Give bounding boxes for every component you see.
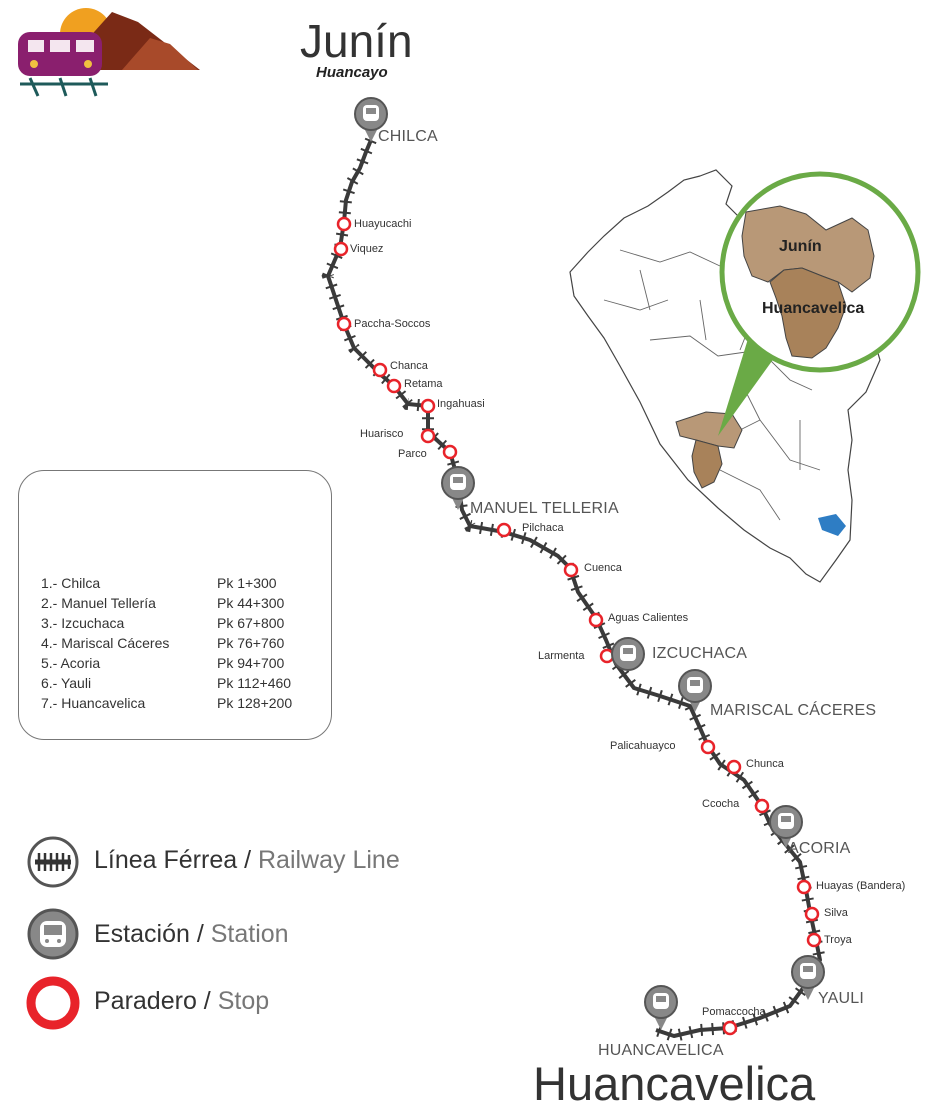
station-list-pk: Pk 44+300	[217, 595, 285, 611]
station-list-pk: Pk 94+700	[217, 655, 285, 671]
station-label-chilca: CHILCA	[378, 128, 438, 145]
stop-marker-troya	[806, 932, 822, 948]
station-list-row-6: 6.- Yauli Pk 112+460	[41, 675, 291, 691]
stop-label-chunca: Chunca	[746, 758, 784, 770]
station-list-row-5: 5.- Acoria Pk 94+700	[41, 655, 284, 671]
station-list-row-3: 3.- Izcuchaca Pk 67+800	[41, 615, 284, 631]
stop-marker-retama	[386, 378, 402, 394]
key-railway-line: Línea Férrea / Railway Line	[94, 846, 400, 875]
stop-label-huayas: Huayas (Bandera)	[816, 880, 906, 892]
key-station-es: Estación	[94, 920, 190, 948]
station-marker-mariscal-caceres	[678, 669, 712, 712]
key-station: Estación / Station	[94, 920, 289, 949]
railway-track	[321, 137, 827, 1043]
stop-marker-huayucachi	[336, 216, 352, 232]
station-label-yauli: YAULI	[818, 990, 865, 1007]
stop-label-huarisco: Huarisco	[360, 428, 404, 440]
key-stop-sep: /	[196, 987, 218, 1015]
stop-label-larmenta: Larmenta	[538, 650, 585, 662]
station-list-name: 7.- Huancavelica	[41, 695, 146, 711]
station-list-pk: Pk 1+300	[217, 575, 277, 591]
station-list-row-1: 1.- Chilca Pk 1+300	[41, 575, 277, 591]
station-marker-izcuchaca	[611, 637, 645, 671]
stop-marker-palicahuayco	[700, 739, 716, 755]
station-marker-huancavelica	[644, 985, 678, 1030]
stop-marker-silva	[804, 906, 820, 922]
inset-region-upper-label: Junín	[779, 238, 822, 255]
station-list-name: 6.- Yauli	[41, 675, 92, 691]
train-logo	[18, 8, 200, 97]
station-label-mariscal-caceres: MARISCAL CÁCERES	[710, 702, 877, 719]
station-label-acoria: ACORIA	[788, 840, 851, 857]
station-list-row-4: 4.- Mariscal Cáceres Pk 76+760	[41, 635, 284, 651]
key-railway-es: Línea Férrea	[94, 846, 238, 874]
stop-label-paccha-soccos: Paccha-Soccos	[354, 318, 431, 330]
stop-label-palicahuayco: Palicahuayco	[610, 740, 676, 752]
stop-marker-parco	[442, 444, 458, 460]
stop-marker-pomaccocha	[722, 1020, 738, 1036]
stop-label-chanca: Chanca	[390, 360, 428, 372]
stop-marker-pilchaca	[496, 522, 512, 538]
station-list-name: 3.- Izcuchaca	[41, 615, 125, 631]
station-list-pk: Pk 67+800	[217, 615, 285, 631]
stop-label-cuenca: Cuenca	[584, 562, 622, 574]
station-list-pk: Pk 128+200	[217, 695, 293, 711]
stop-label-retama: Retama	[404, 378, 443, 390]
stop-label-viquez: Viquez	[350, 243, 384, 255]
station-list-name: 5.- Acoria	[41, 655, 101, 671]
stop-marker-chanca	[372, 362, 388, 378]
stop-markers	[333, 216, 822, 1036]
department-title-bottom: Huancavelica	[533, 1057, 816, 1110]
station-list-name: 4.- Mariscal Cáceres	[41, 635, 170, 651]
station-list-name: 2.- Manuel Tellería	[41, 595, 156, 611]
station-list-pk: Pk 112+460	[217, 675, 292, 691]
stop-marker-aguas-calientes	[588, 612, 604, 628]
stop-label-ccocha: Ccocha	[702, 798, 740, 810]
inset-region-lower-label: Huancavelica	[762, 300, 865, 317]
stop-marker-chunca	[726, 759, 742, 775]
station-marker-acoria	[769, 805, 803, 848]
stop-marker-paccha-soccos	[336, 316, 352, 332]
stop-label-troya: Troya	[824, 934, 852, 946]
station-marker-chilca	[354, 97, 388, 142]
station-list-row-2: 2.- Manuel Tellería Pk 44+300	[41, 595, 284, 611]
station-marker-manuel-telleria	[441, 466, 475, 510]
station-label-manuel-telleria: MANUEL TELLERIA	[470, 500, 619, 517]
key-station-sep: /	[189, 920, 211, 948]
stop-label-parco: Parco	[398, 448, 427, 460]
station-list-name: 1.- Chilca	[41, 575, 101, 591]
station-key-icon	[27, 908, 79, 960]
railway-line-icon	[27, 836, 79, 888]
key-railway-sep: /	[237, 846, 258, 874]
key-stop-en: Stop	[217, 987, 270, 1015]
station-marker-yauli	[791, 955, 825, 1000]
stop-marker-huarisco	[420, 428, 436, 444]
stop-marker-ingahuasi	[420, 398, 436, 414]
stop-marker-ccocha	[754, 798, 770, 814]
city-subtitle: Huancayo	[316, 64, 388, 81]
key-station-en: Station	[210, 920, 289, 948]
stop-label-silva: Silva	[824, 907, 848, 919]
key-railway-en: Railway Line	[257, 846, 400, 874]
station-list-row-7: 7.- Huancavelica Pk 128+200	[41, 695, 292, 711]
stop-key-icon	[26, 976, 80, 1030]
station-list-pk: Pk 76+760	[217, 635, 285, 651]
station-label-izcuchaca: IZCUCHACA	[652, 645, 748, 662]
stop-label-pilchaca: Pilchaca	[522, 522, 564, 534]
peru-inset-map	[569, 169, 921, 583]
station-markers	[354, 97, 825, 1030]
department-title-top: Junín	[300, 15, 413, 67]
stop-label-pomaccocha: Pomaccocha	[702, 1006, 766, 1018]
stop-marker-huayas	[796, 879, 812, 895]
stop-label-ingahuasi: Ingahuasi	[437, 398, 485, 410]
key-stop-es: Paradero	[94, 987, 197, 1015]
key-stop: Paradero / Stop	[94, 987, 269, 1016]
stop-marker-viquez	[333, 241, 349, 257]
stop-label-aguas-calientes: Aguas Calientes	[608, 612, 689, 624]
station-label-huancavelica: HUANCAVELICA	[598, 1042, 724, 1059]
stop-label-huayucachi: Huayucachi	[354, 218, 412, 230]
stop-marker-cuenca	[563, 562, 579, 578]
